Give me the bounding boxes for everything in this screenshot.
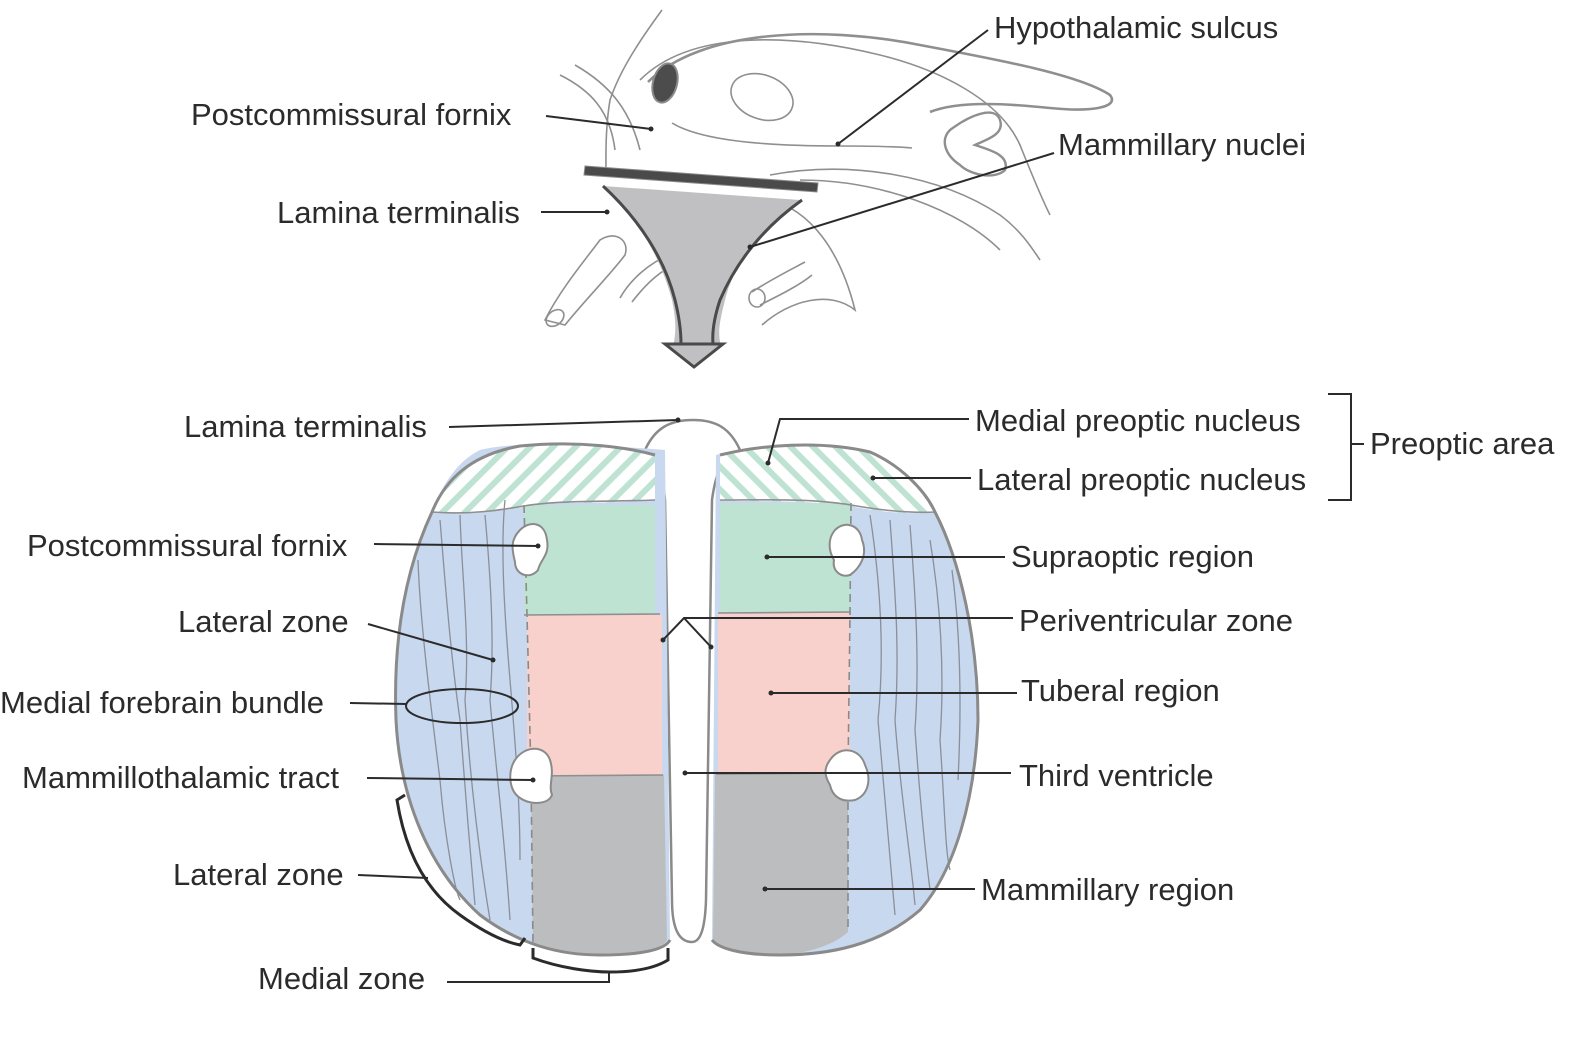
sagittal-view (543, 9, 1114, 369)
left-region-divider-1 (523, 613, 661, 616)
label-lamina-terminalis-top: Lamina terminalis (277, 195, 520, 230)
right-fibers (869, 514, 961, 916)
left-supraoptic-region (524, 505, 655, 615)
right-preoptic-divider (719, 498, 936, 514)
lateral-zone-bracket (395, 793, 527, 947)
fornix-column-2 (559, 64, 641, 151)
right-hemisection (710, 443, 980, 957)
right-preoptic-hatch (720, 444, 935, 514)
left-preoptic-hatch (432, 443, 655, 514)
arrow-head (660, 342, 728, 369)
section-arrow-edge-left (601, 184, 683, 345)
label-lamina-terminalis: Lamina terminalis (184, 409, 427, 444)
right-mammillothalamic-hole (824, 749, 870, 802)
third-ventricle (643, 418, 742, 944)
left-tuberal-region (527, 615, 662, 775)
sketch-curve-lower (769, 168, 1041, 261)
sketch-curve-upper (639, 39, 1051, 216)
section-arrow (603, 186, 800, 346)
left-preoptic-divider (431, 499, 656, 514)
label-medial-zone: Medial zone (258, 961, 425, 996)
label-mammillothalamic-tract: Mammillothalamic tract (22, 760, 339, 795)
label-lateral-zone-top: Lateral zone (178, 604, 349, 639)
interthalamic-adhesion (730, 72, 794, 122)
right-mammillary-region (713, 773, 848, 955)
fornix-column (605, 9, 663, 176)
left-fibers (417, 499, 521, 921)
left-mammillary-region (531, 775, 667, 955)
label-medial-preoptic-nucleus: Medial preoptic nucleus (975, 403, 1301, 438)
label-third-ventricle: Third ventricle (1019, 758, 1214, 793)
left-hemisection (394, 442, 672, 957)
label-postcommissural-fornix-top: Postcommissural fornix (191, 97, 512, 132)
label-periventricular-zone: Periventricular zone (1019, 603, 1293, 638)
label-medial-forebrain-bundle: Medial forebrain bundle (0, 685, 324, 720)
mammillary-body-sketch (943, 111, 1007, 177)
left-outline (394, 442, 672, 957)
label-hypothalamic-sulcus: Hypothalamic sulcus (994, 10, 1278, 45)
pituitary-sketch (761, 199, 857, 326)
preoptic-area-bracket (1328, 393, 1352, 501)
label-mammillary-region: Mammillary region (981, 872, 1234, 907)
lamina-terminalis-bar (583, 165, 819, 193)
sagittal-labels: Hypothalamic sulcus Postcommissural forn… (191, 10, 1306, 250)
coronal-labels: Lamina terminalis Medial preoptic nucleu… (0, 393, 1555, 996)
coronal-view (394, 418, 980, 974)
optic-nerve-right-end (748, 288, 766, 308)
sketch-curve-lower2 (799, 179, 1001, 251)
optic-nerve-right (751, 261, 813, 306)
right-region-divider-1 (717, 611, 852, 614)
label-postcommissural-fornix: Postcommissural fornix (27, 528, 348, 563)
section-arrow-edge-right (711, 198, 803, 345)
label-mammillary-nuclei: Mammillary nuclei (1058, 127, 1306, 162)
thalamus-outline (647, 32, 1114, 114)
label-tuberal-region: Tuberal region (1021, 673, 1220, 708)
medial-forebrain-bundle-ellipse (405, 688, 519, 724)
label-supraoptic-region: Supraoptic region (1011, 539, 1254, 574)
label-preoptic-area: Preoptic area (1370, 426, 1555, 461)
left-fornix-hole (511, 523, 549, 577)
anterior-commissure-dark (651, 62, 679, 104)
right-fornix-hole (828, 523, 866, 577)
optic-nerve-left (543, 235, 627, 326)
hypothalamus-floor (671, 122, 913, 149)
optic-nerve-left-end (545, 308, 565, 328)
right-outline (710, 443, 980, 957)
label-lateral-preoptic-nucleus: Lateral preoptic nucleus (977, 462, 1306, 497)
label-lateral-zone-bottom: Lateral zone (173, 857, 344, 892)
left-mammillothalamic-hole (509, 747, 554, 804)
